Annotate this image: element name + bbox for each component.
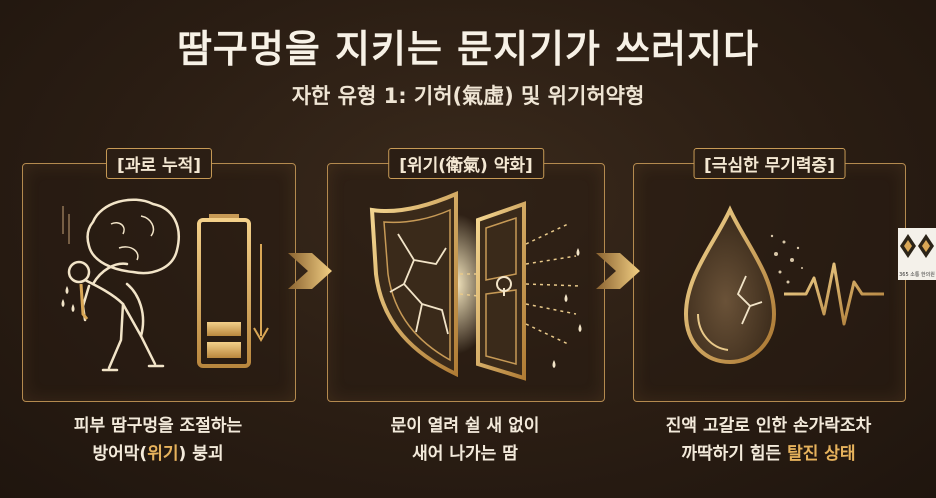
cracked-shield-icon xyxy=(369,190,458,378)
panel-tag-overwork: [과로 누적] xyxy=(105,148,213,179)
panel-exhaustion: [극심한 무기력증] xyxy=(633,148,906,402)
flow-arrow-1 xyxy=(288,253,332,289)
panel-weakened-defense: [위기(衛氣) 약화] xyxy=(327,148,605,402)
caption-exhaustion: 진액 고갈로 인한 손가락조차 까딱하기 힘든 탈진 상태 xyxy=(665,416,872,464)
panel-overwork: [과로 누적] xyxy=(22,148,296,402)
drying-drop-icon xyxy=(683,205,777,365)
panel-tag-exhaustion: [극심한 무기력증] xyxy=(693,148,846,179)
down-arrow-icon xyxy=(253,244,269,342)
drying-drop-pulse-illustration xyxy=(683,205,884,365)
page-subtitle: 자한 유형 1: 기허(氣虛) 및 위기허약형 xyxy=(291,84,645,108)
tired-man-battery-illustration xyxy=(61,198,269,372)
panel-tag-weakened-defense: [위기(衛氣) 약화] xyxy=(388,148,544,179)
clinic-logo: 365 소통 한의원 xyxy=(898,228,936,280)
clinic-logo-icon xyxy=(900,234,934,258)
caption-weakened-defense: 문이 열려 쉴 새 없이 새어 나가는 땀 xyxy=(390,416,540,464)
cracked-shield-door-illustration xyxy=(369,190,582,381)
open-door-icon xyxy=(476,201,526,381)
flow-arrow-2 xyxy=(596,253,640,289)
boulder-icon xyxy=(86,198,180,275)
caption-overwork: 피부 땀구멍을 조절하는 방어막(위기) 붕괴 xyxy=(73,416,243,464)
page-title: 땀구멍을 지키는 문지기가 쓰러지다 xyxy=(176,27,760,71)
battery-low-icon xyxy=(197,214,251,368)
clinic-logo-text: 365 소통 한의원 xyxy=(899,272,935,278)
pulse-line-icon xyxy=(784,262,884,326)
